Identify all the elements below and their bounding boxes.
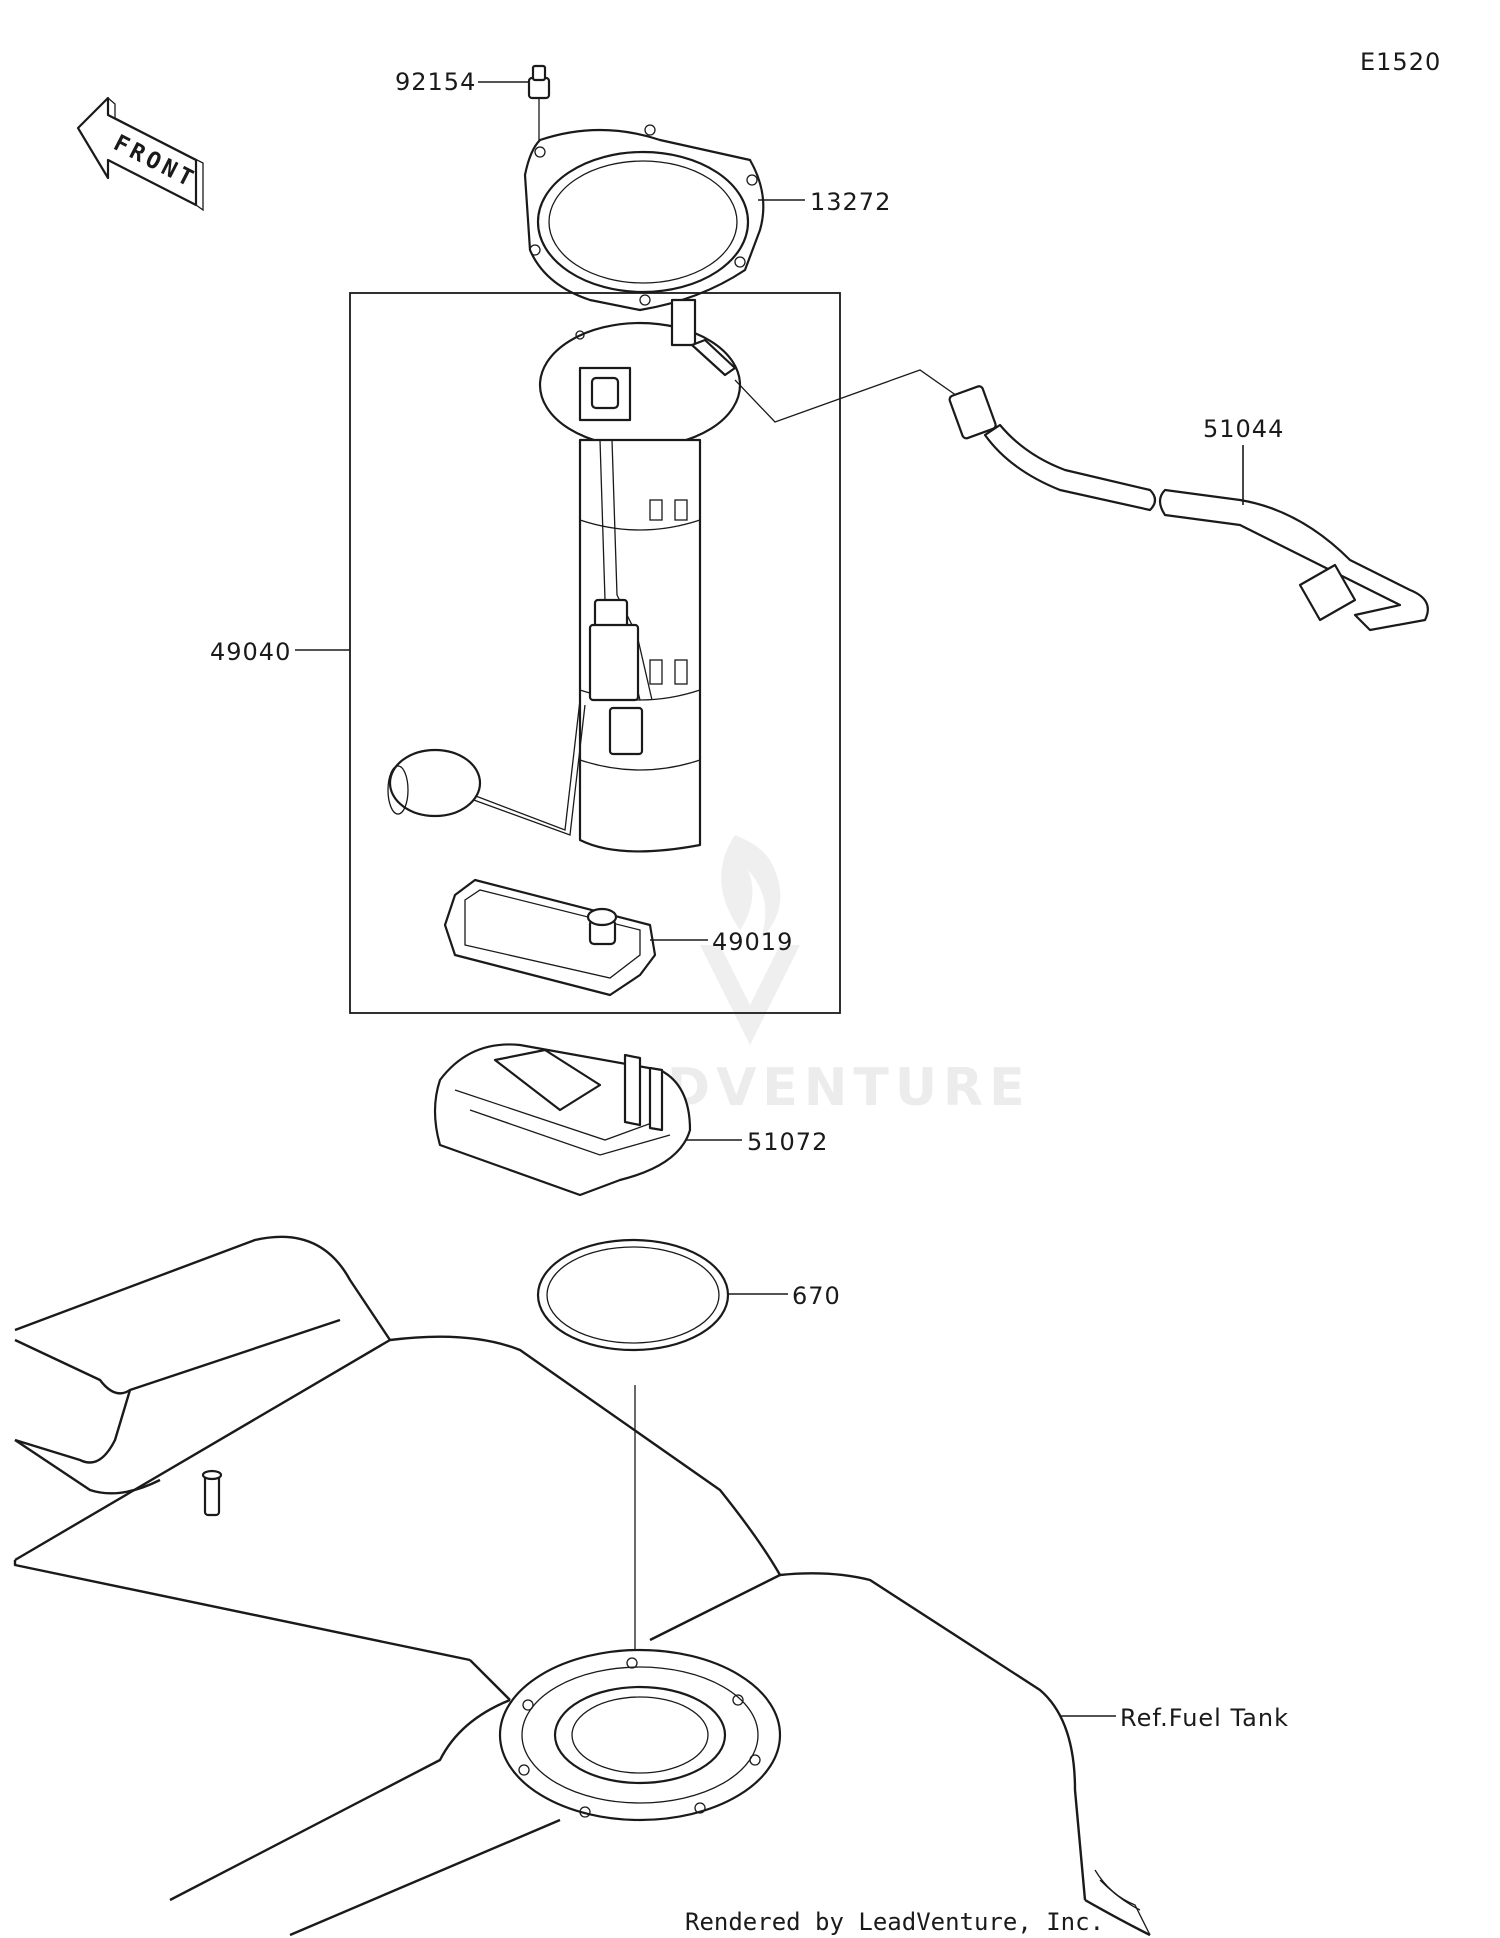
callout-oring: 670 (792, 1282, 841, 1310)
pump-assembly-box (349, 292, 841, 1014)
callout-ref-tank: Ref.Fuel Tank (1120, 1704, 1289, 1732)
callout-bolt: 92154 (395, 68, 476, 96)
front-arrow-icon: FRONT (76, 96, 204, 212)
diagram-code: E1520 (1360, 48, 1441, 76)
bolt-part (527, 64, 551, 150)
fuel-tank-part (13, 1235, 1151, 1937)
oring-part (536, 1238, 730, 1352)
fuel-pump-part (387, 298, 742, 853)
plate-part (523, 124, 765, 312)
bracket-part (433, 1043, 692, 1197)
callout-hose: 51044 (1203, 415, 1284, 443)
callout-filter: 49019 (712, 928, 793, 956)
credit-text: Rendered by LeadVenture, Inc. (685, 1908, 1104, 1936)
callout-bracket: 51072 (747, 1128, 828, 1156)
callout-pump-assembly: 49040 (210, 638, 291, 666)
filter-part (443, 878, 657, 997)
callout-plate: 13272 (810, 188, 891, 216)
hose-part (734, 369, 1429, 632)
